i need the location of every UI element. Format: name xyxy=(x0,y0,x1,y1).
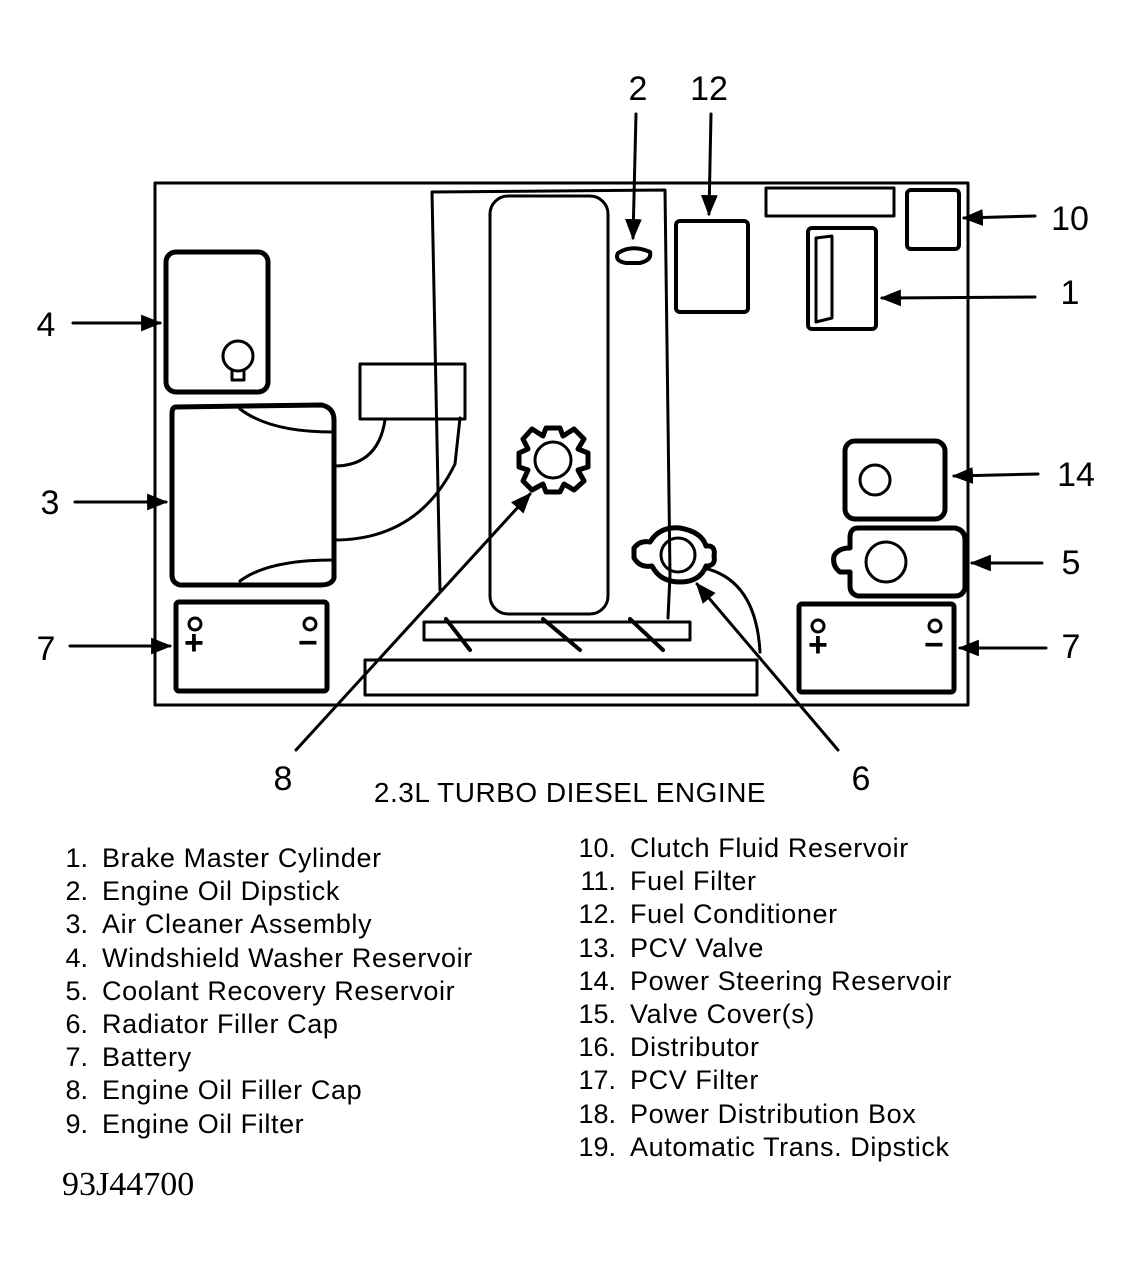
legend-item-label: Engine Oil Dipstick xyxy=(102,876,340,907)
legend-item: 9. Engine Oil Filter xyxy=(58,1108,473,1141)
legend-item: 19. Automatic Trans. Dipstick xyxy=(572,1131,952,1164)
legend-item: 16. Distributor xyxy=(572,1031,952,1064)
legend-left: 1. Brake Master Cylinder 2. Engine Oil Dips… xyxy=(58,842,473,1141)
legend-item-label: Windshield Washer Reservoir xyxy=(102,942,473,973)
legend-item-number: 17. xyxy=(578,1065,616,1096)
legend-item-number: 19. xyxy=(578,1131,616,1162)
battery-right: + − xyxy=(796,601,957,695)
legend-item-number: 14. xyxy=(578,965,616,996)
legend-item-label: Battery xyxy=(102,1042,192,1073)
top-strip xyxy=(764,186,896,218)
legend-item-label: Brake Master Cylinder xyxy=(102,843,382,873)
radiator-filler-cap xyxy=(631,525,762,654)
legend-item-number: 12. xyxy=(578,899,616,930)
valve-cover xyxy=(488,194,610,616)
legend-item: 13. PCV Valve xyxy=(572,932,952,965)
callout-7-left: 7 xyxy=(37,630,56,668)
legend-item-number: 11. xyxy=(580,866,616,897)
legend-item-label: Power Distribution Box xyxy=(630,1098,917,1129)
callout-1: 1 xyxy=(1061,274,1080,312)
legend-item-number: 9. xyxy=(65,1108,88,1139)
battery-left: + − xyxy=(173,599,330,694)
callout-5: 5 xyxy=(1062,544,1081,582)
legend-item-label: Automatic Trans. Dipstick xyxy=(630,1131,950,1162)
legend-item-number: 15. xyxy=(578,999,616,1030)
legend-item-label: Engine Oil Filler Cap xyxy=(102,1075,363,1106)
engine-block xyxy=(430,188,672,620)
diagram-caption: 2.3L TURBO DIESEL ENGINE xyxy=(374,777,766,808)
engine-oil-filler-cap xyxy=(516,425,591,495)
callout-12: 12 xyxy=(690,70,728,108)
legend-item-number: 18. xyxy=(578,1098,616,1129)
windshield-washer-reservoir xyxy=(163,249,271,395)
legend-item-number: 5. xyxy=(65,975,88,1006)
legend-item: 12. Fuel Conditioner xyxy=(572,898,952,931)
legend-item-label: Power Steering Reservoir xyxy=(630,965,953,996)
callout-4: 4 xyxy=(37,306,56,344)
callout-6: 6 xyxy=(852,760,871,798)
callout-2: 2 xyxy=(629,70,648,108)
legend-item-label: PCV Valve xyxy=(630,932,764,963)
legend-item-label: PCV Filter xyxy=(630,1065,760,1096)
legend-item: 14. Power Steering Reservoir xyxy=(572,965,952,998)
battery-left-plus: + xyxy=(184,624,204,662)
legend-item-number: 6. xyxy=(65,1009,88,1040)
callout-3: 3 xyxy=(41,484,60,522)
legend-item: 1. Brake Master Cylinder xyxy=(58,842,473,875)
callout-8: 8 xyxy=(274,760,293,798)
legend-item-number: 8. xyxy=(65,1075,88,1106)
engine-oil-dipstick xyxy=(615,246,653,265)
legend-item-label: Clutch Fluid Reservoir xyxy=(630,833,909,863)
callout-10: 10 xyxy=(1051,200,1089,238)
leader-lines xyxy=(68,112,1048,752)
legend-item-number: 4. xyxy=(65,942,88,973)
legend-item: 7. Battery xyxy=(58,1041,473,1074)
legend-item-label: Radiator Filler Cap xyxy=(102,1009,339,1040)
legend-item-label: Coolant Recovery Reservoir xyxy=(102,975,456,1006)
legend-item-label: Fuel Filter xyxy=(630,866,757,897)
legend-item-label: Fuel Conditioner xyxy=(630,899,838,930)
air-cleaner-assembly xyxy=(169,402,462,588)
brake-master-cylinder xyxy=(806,226,878,331)
legend-item-label: Air Cleaner Assembly xyxy=(102,909,373,940)
battery-right-minus: − xyxy=(924,626,944,664)
legend-item: 11. Fuel Filter xyxy=(572,865,952,898)
figure-code: 93J44700 xyxy=(62,1166,195,1203)
legend-item-number: 7. xyxy=(65,1042,88,1073)
legend-item-number: 1. xyxy=(65,843,88,873)
legend-item-label: Distributor xyxy=(630,1032,760,1063)
legend-item-number: 16. xyxy=(578,1032,616,1063)
intake-box xyxy=(358,362,467,421)
fuel-conditioner xyxy=(674,219,750,314)
legend-item: 17. PCV Filter xyxy=(572,1064,952,1097)
legend-item: 8. Engine Oil Filler Cap xyxy=(58,1074,473,1107)
legend-item: 6. Radiator Filler Cap xyxy=(58,1008,473,1041)
legend-item-label: Engine Oil Filter xyxy=(102,1108,305,1139)
legend-item: 10. Clutch Fluid Reservoir xyxy=(572,832,952,865)
legend-item-number: 2. xyxy=(65,876,88,907)
callout-14: 14 xyxy=(1057,456,1095,494)
battery-right-plus: + xyxy=(808,626,828,664)
legend-item: 18. Power Distribution Box xyxy=(572,1098,952,1131)
legend-item: 15. Valve Cover(s) xyxy=(572,998,952,1031)
callout-7-right: 7 xyxy=(1062,628,1081,666)
legend-item: 5. Coolant Recovery Reservoir xyxy=(58,975,473,1008)
legend-item-number: 10. xyxy=(578,833,616,863)
radiator xyxy=(363,617,759,697)
engine-compartment-outline xyxy=(153,181,970,707)
legend-item: 4. Windshield Washer Reservoir xyxy=(58,942,473,975)
legend-item-number: 13. xyxy=(578,932,616,963)
coolant-recovery-reservoir xyxy=(831,525,968,599)
power-steering-reservoir xyxy=(842,438,948,522)
legend-item: 2. Engine Oil Dipstick xyxy=(58,875,473,908)
legend-item-label: Valve Cover(s) xyxy=(630,999,815,1030)
clutch-fluid-reservoir xyxy=(905,188,961,251)
legend-item: 3. Air Cleaner Assembly xyxy=(58,908,473,941)
legend-item-number: 3. xyxy=(65,909,88,940)
battery-left-minus: − xyxy=(298,624,318,662)
